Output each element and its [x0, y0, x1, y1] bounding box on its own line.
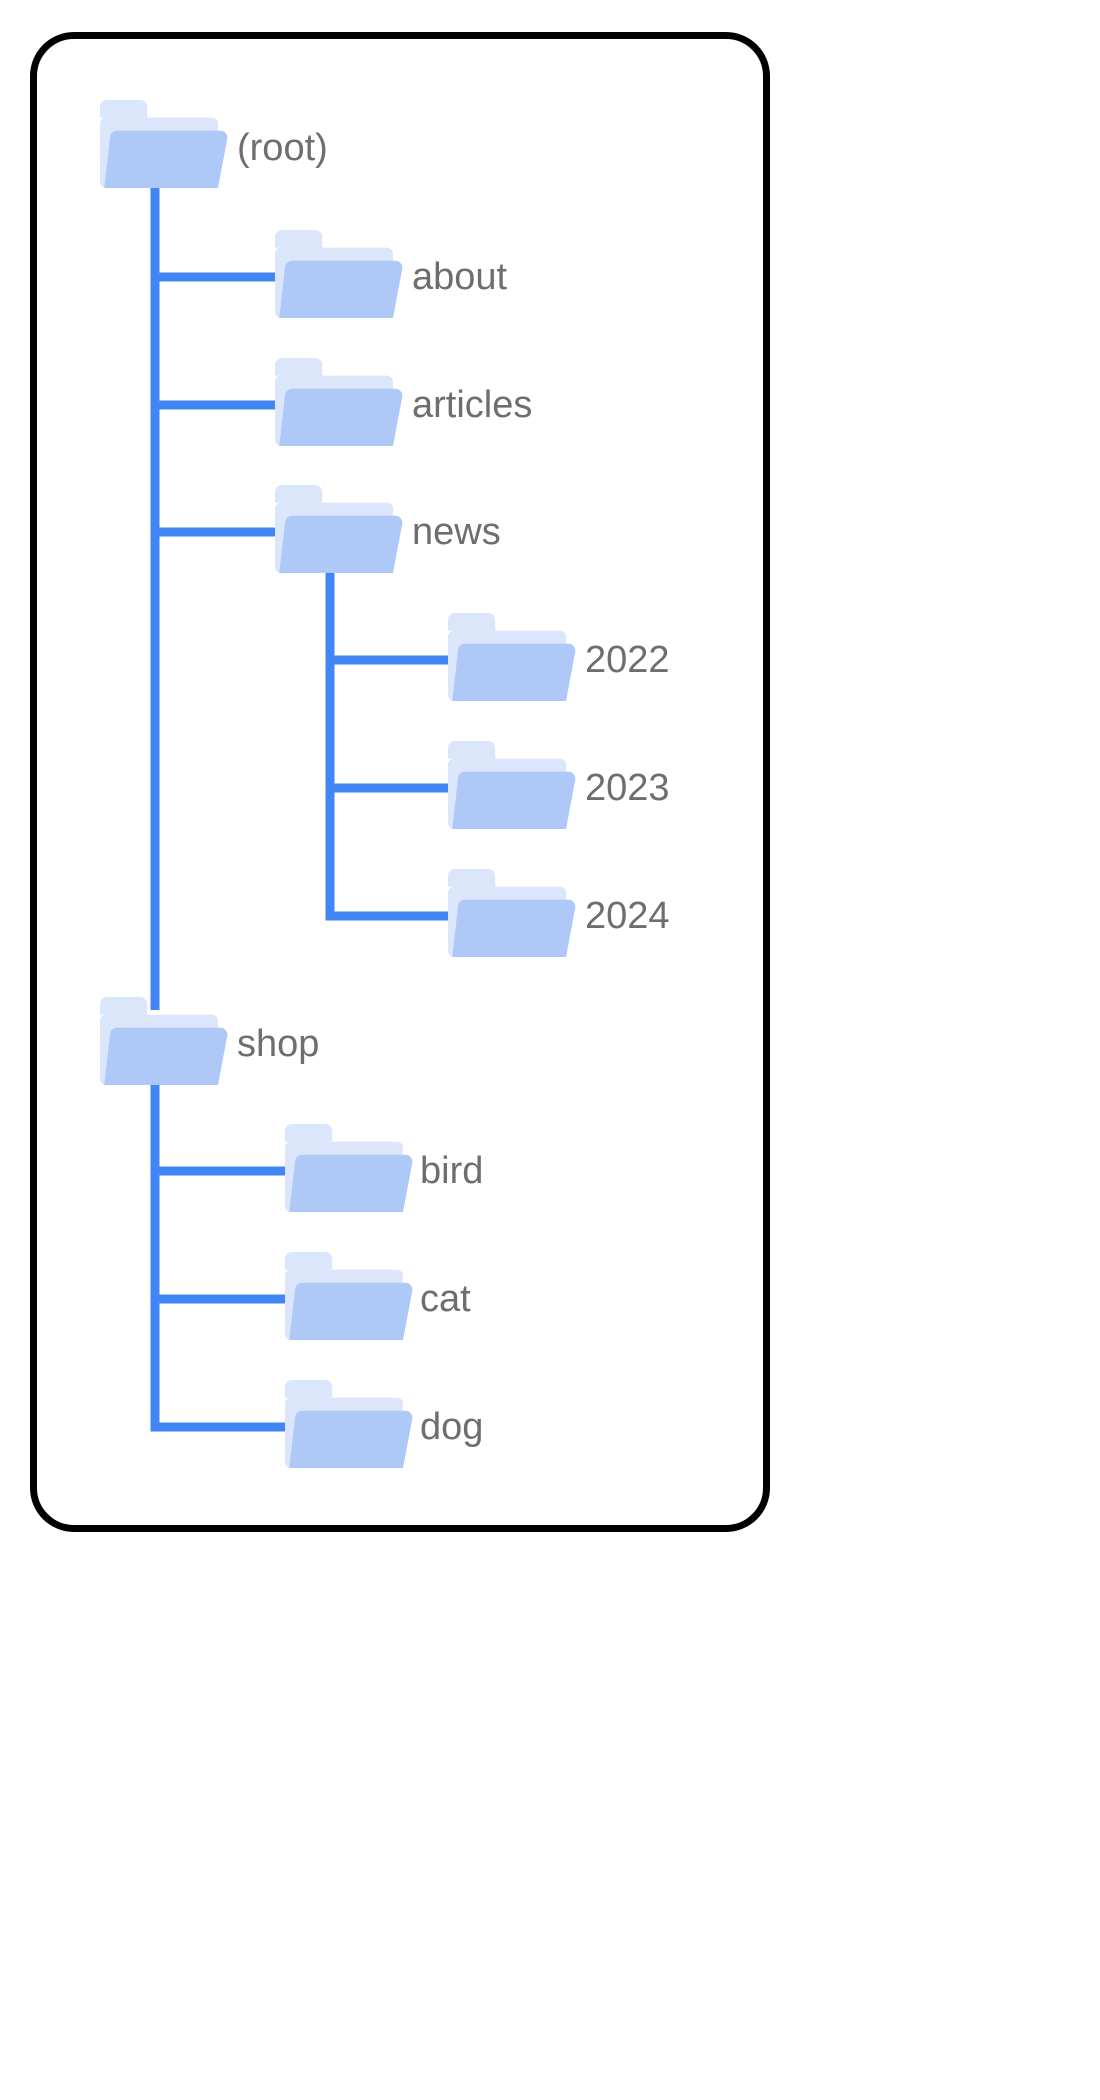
connector-trunk-root: [150, 178, 160, 1010]
folder-icon-shop[interactable]: [100, 997, 228, 1085]
folder-icon-news[interactable]: [275, 485, 403, 573]
connector-edge-about: [150, 272, 290, 282]
folder-front-flap: [289, 1282, 413, 1340]
connector-trunk-shop: [150, 1055, 160, 1427]
connector-lines: [150, 178, 462, 1432]
connector-edge-dog: [150, 1422, 300, 1432]
node-label-shop-cat[interactable]: cat: [420, 1278, 471, 1320]
connector-edge-2024: [325, 911, 462, 921]
folder-icon-news-2024[interactable]: [448, 869, 576, 957]
folder-front-flap: [452, 771, 576, 829]
folder-back-tab: [448, 869, 496, 887]
folder-back-tab: [448, 613, 496, 631]
folder-icon-news-2022[interactable]: [448, 613, 576, 701]
folder-icon-shop-cat[interactable]: [285, 1252, 413, 1340]
node-label-shop[interactable]: shop: [237, 1023, 320, 1065]
connector-edge-news: [150, 527, 290, 537]
folder-icon-root[interactable]: [100, 100, 228, 188]
folder-icon-about[interactable]: [275, 230, 403, 318]
connector-edge-2023: [325, 783, 462, 793]
folder-front-flap: [289, 1154, 413, 1212]
folder-back-tab: [100, 100, 148, 118]
folder-back-tab: [100, 997, 148, 1015]
connector-edge-articles: [150, 400, 290, 410]
node-label-news-2023[interactable]: 2023: [585, 767, 670, 809]
folder-front-flap: [279, 260, 403, 318]
connector-trunk-news: [325, 562, 335, 916]
folder-icon-news-2023[interactable]: [448, 741, 576, 829]
connector-edge-2022: [325, 655, 462, 665]
folder-back-tab: [285, 1252, 333, 1270]
folder-front-flap: [279, 515, 403, 573]
folder-front-flap: [104, 130, 228, 188]
folder-back-tab: [275, 358, 323, 376]
folder-front-flap: [279, 388, 403, 446]
folder-front-flap: [452, 899, 576, 957]
node-label-shop-dog[interactable]: dog: [420, 1406, 484, 1448]
node-label-news-2022[interactable]: 2022: [585, 639, 670, 681]
folder-front-flap: [289, 1410, 413, 1468]
node-label-about[interactable]: about: [412, 256, 508, 298]
folder-front-flap: [452, 643, 576, 701]
connector-edge-bird: [150, 1166, 300, 1176]
node-label-news-2024[interactable]: 2024: [585, 895, 670, 937]
node-label-news[interactable]: news: [412, 511, 501, 553]
folder-icon-shop-bird[interactable]: [285, 1124, 413, 1212]
folder-icon-shop-dog[interactable]: [285, 1380, 413, 1468]
folder-icon-articles[interactable]: [275, 358, 403, 446]
folder-front-flap: [104, 1027, 228, 1085]
folder-icons: [100, 100, 576, 1468]
connector-edge-cat: [150, 1294, 300, 1304]
folder-back-tab: [285, 1380, 333, 1398]
folder-back-tab: [275, 230, 323, 248]
node-label-shop-bird[interactable]: bird: [420, 1150, 484, 1192]
node-label-articles[interactable]: articles: [412, 384, 533, 426]
folder-back-tab: [275, 485, 323, 503]
node-label-root[interactable]: (root): [237, 127, 328, 169]
folder-back-tab: [448, 741, 496, 759]
folder-back-tab: [285, 1124, 333, 1142]
